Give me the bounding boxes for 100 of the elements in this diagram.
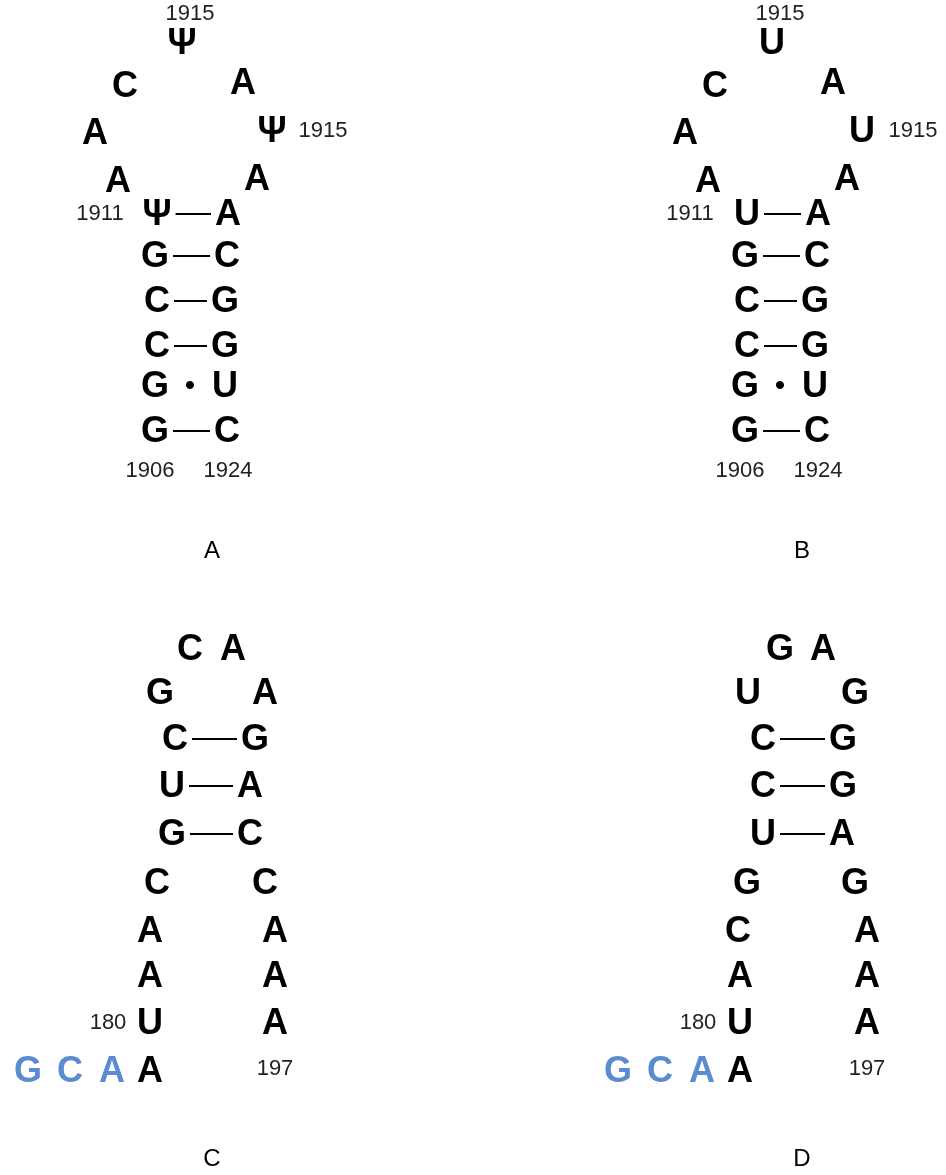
nucleotide-letter: U [159, 767, 185, 803]
nucleotide-letter: U [137, 1004, 163, 1040]
nucleotide-letter: G [604, 1052, 632, 1088]
nucleotide-letter: C [112, 67, 138, 103]
position-number: 197 [848, 1057, 886, 1079]
nucleotide-letter: A [854, 912, 880, 948]
position-number: 1915 [888, 119, 938, 141]
base-pair-line [191, 738, 238, 740]
position-number: 1924 [203, 459, 253, 481]
base-pair-dot: • [184, 370, 196, 400]
nucleotide-letter: A [695, 162, 721, 198]
nucleotide-letter: A [220, 630, 246, 666]
nucleotide-letter: A [237, 767, 263, 803]
nucleotide-letter: C [725, 912, 751, 948]
position-number: 1924 [793, 459, 843, 481]
nucleotide-letter: A [805, 195, 831, 231]
nucleotide-letter: U [802, 367, 828, 403]
nucleotide-letter: U [759, 24, 785, 60]
nucleotide-letter: A [215, 195, 241, 231]
nucleotide-letter: C [162, 720, 188, 756]
nucleotide-letter: C [214, 237, 240, 273]
nucleotide-letter: A [820, 64, 846, 100]
nucleotide-letter: C [702, 67, 728, 103]
nucleotide-letter: G [211, 327, 239, 363]
position-number: 1915 [298, 119, 348, 141]
base-pair-line [172, 255, 211, 257]
nucleotide-letter: G [211, 282, 239, 318]
nucleotide-letter: C [647, 1052, 673, 1088]
nucleotide-letter: G [733, 864, 761, 900]
nucleotide-letter: A [834, 160, 860, 196]
nucleotide-letter: C [734, 282, 760, 318]
nucleotide-letter: A [854, 1004, 880, 1040]
nucleotide-letter: C [237, 815, 263, 851]
nucleotide-letter: C [144, 864, 170, 900]
position-number: 180 [679, 1011, 717, 1033]
nucleotide-letter: G [841, 864, 869, 900]
nucleotide-letter: A [262, 912, 288, 948]
nucleotide-letter: A [727, 957, 753, 993]
position-number: 1911 [666, 202, 714, 224]
nucleotide-letter: C [252, 864, 278, 900]
nucleotide-letter: A [230, 64, 256, 100]
base-pair-dot: • [774, 370, 786, 400]
nucleotide-letter: G [158, 815, 186, 851]
nucleotide-letter: G [829, 767, 857, 803]
panel-label: A [204, 538, 220, 562]
position-number: 1911 [76, 202, 124, 224]
position-number: 1906 [125, 459, 175, 481]
position-number: 197 [256, 1057, 294, 1079]
nucleotide-letter: C [144, 282, 170, 318]
nucleotide-letter: G [766, 630, 794, 666]
base-pair-line [172, 430, 211, 432]
position-number: 1915 [755, 2, 805, 24]
base-pair-line [762, 255, 801, 257]
base-pair-line [779, 738, 826, 740]
base-pair-line [763, 345, 798, 347]
nucleotide-letter: G [241, 720, 269, 756]
position-number: 180 [89, 1011, 127, 1033]
position-number: 1915 [165, 2, 215, 24]
nucleotide-letter: G [829, 720, 857, 756]
nucleotide-letter: A [137, 912, 163, 948]
nucleotide-letter: G [731, 237, 759, 273]
panel-label: B [794, 538, 810, 562]
nucleotide-letter: A [137, 957, 163, 993]
nucleotide-letter: C [144, 327, 170, 363]
nucleotide-letter: C [177, 630, 203, 666]
nucleotide-letter: U [727, 1004, 753, 1040]
nucleotide-letter: A [829, 815, 855, 851]
nucleotide-letter: G [141, 367, 169, 403]
nucleotide-letter: G [14, 1052, 42, 1088]
nucleotide-letter: C [57, 1052, 83, 1088]
nucleotide-letter: A [810, 630, 836, 666]
nucleotide-letter: G [801, 327, 829, 363]
nucleotide-letter: U [849, 112, 875, 148]
nucleotide-letter: C [804, 237, 830, 273]
nucleotide-letter: A [854, 957, 880, 993]
nucleotide-letter: U [734, 195, 760, 231]
nucleotide-letter: G [731, 367, 759, 403]
base-pair-line [763, 300, 798, 302]
nucleotide-letter: A [99, 1052, 125, 1088]
base-pair-line [779, 833, 826, 835]
nucleotide-letter: A [689, 1052, 715, 1088]
base-pair-line [173, 300, 208, 302]
nucleotide-letter: A [105, 162, 131, 198]
nucleotide-letter: A [262, 957, 288, 993]
nucleotide-letter: A [262, 1004, 288, 1040]
nucleotide-letter: C [214, 412, 240, 448]
nucleotide-letter: G [141, 237, 169, 273]
base-pair-line [189, 833, 234, 835]
nucleotide-letter: A [82, 114, 108, 150]
nucleotide-letter: G [731, 412, 759, 448]
base-pair-line [779, 785, 826, 787]
panel-label: D [793, 1146, 811, 1170]
nucleotide-letter: G [841, 674, 869, 710]
nucleotide-letter: A [727, 1052, 753, 1088]
nucleotide-letter: C [804, 412, 830, 448]
nucleotide-letter: U [212, 367, 238, 403]
nucleotide-letter: G [146, 674, 174, 710]
nucleotide-letter: A [244, 160, 270, 196]
base-pair-line [174, 213, 212, 215]
nucleotide-letter: A [252, 674, 278, 710]
